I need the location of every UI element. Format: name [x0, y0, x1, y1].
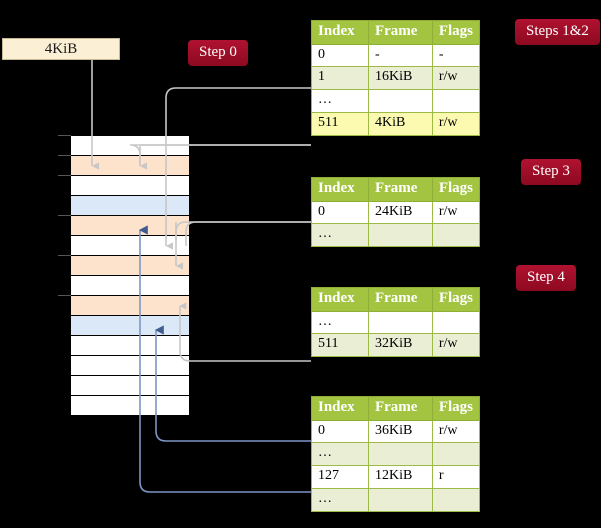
cell-flags: r/w — [431, 111, 481, 136]
cell-flags: r/w — [431, 419, 481, 444]
column-header-frame: Frame — [367, 396, 433, 421]
wire-mem-to-l3-511 — [179, 302, 311, 362]
physical-memory-column — [70, 135, 190, 416]
memory-tick — [58, 215, 71, 216]
cell-flags — [431, 487, 481, 512]
column-header-frame: Frame — [367, 20, 433, 45]
table-row: 0-- — [311, 43, 481, 68]
cell-frame: 36KiB — [367, 419, 433, 444]
cell-frame — [367, 89, 433, 113]
cell-index: 1 — [311, 66, 369, 91]
cell-flags: r — [431, 465, 481, 489]
badge-steps-1-2: Steps 1&2 — [515, 19, 600, 45]
column-header-flags: Flags — [431, 177, 481, 202]
cell-frame — [367, 487, 433, 512]
cell-flags — [431, 442, 481, 467]
memory-row — [71, 136, 189, 156]
cell-frame: 32KiB — [367, 333, 433, 358]
cell-frame: 16KiB — [367, 66, 433, 91]
cell-index: 511 — [311, 333, 369, 358]
badge-label: Step 3 — [532, 163, 570, 179]
column-header-index: Index — [311, 396, 369, 421]
badge-label: Steps 1&2 — [526, 23, 589, 39]
cell-frame — [367, 310, 433, 335]
cell-flags: r/w — [431, 200, 481, 225]
table-row: … — [311, 89, 481, 113]
page-box-label: 4KiB — [44, 40, 78, 57]
cell-frame: 12KiB — [367, 465, 433, 489]
memory-tick — [58, 175, 71, 176]
memory-row — [71, 316, 189, 336]
cell-frame: 24KiB — [367, 200, 433, 225]
memory-row — [71, 176, 189, 196]
cell-frame — [367, 442, 433, 467]
cell-index: 127 — [311, 465, 369, 489]
cell-flags: - — [431, 43, 481, 68]
memory-row — [71, 276, 189, 296]
column-header-frame: Frame — [367, 287, 433, 312]
cell-index: … — [311, 223, 369, 248]
memory-tick — [58, 135, 71, 136]
table-row: … — [311, 223, 481, 248]
cell-flags — [431, 223, 481, 248]
cell-index: … — [311, 89, 369, 113]
memory-row — [71, 336, 189, 356]
page-box-4kib: 4KiB — [2, 38, 120, 60]
memory-row — [71, 356, 189, 376]
memory-row — [71, 376, 189, 396]
cell-index: … — [311, 442, 369, 467]
cell-index: … — [311, 487, 369, 512]
cell-index: 0 — [311, 200, 369, 225]
badge-label: Step 0 — [199, 44, 237, 60]
memory-row — [71, 196, 189, 216]
memory-tick — [58, 295, 71, 296]
cell-frame: 4KiB — [367, 111, 433, 136]
column-header-index: Index — [311, 177, 369, 202]
cell-flags: r/w — [431, 333, 481, 358]
table-row: … — [311, 442, 481, 467]
memory-row — [71, 156, 189, 176]
table-row: … — [311, 487, 481, 512]
memory-row — [71, 236, 189, 256]
cell-index: 0 — [311, 419, 369, 444]
cell-flags: r/w — [431, 66, 481, 91]
memory-row — [71, 296, 189, 316]
badge-step-0: Step 0 — [188, 40, 248, 66]
column-header-index: Index — [311, 20, 369, 45]
memory-tick — [58, 255, 71, 256]
table-row: … — [311, 310, 481, 335]
badge-step-3: Step 3 — [521, 159, 581, 185]
badge-label: Step 4 — [527, 269, 565, 285]
memory-row — [71, 256, 189, 276]
cell-index: 511 — [311, 111, 369, 136]
memory-row — [71, 396, 189, 415]
cell-frame — [367, 223, 433, 248]
memory-row — [71, 216, 189, 236]
wire-l2-row0 — [185, 221, 311, 246]
column-header-flags: Flags — [431, 287, 481, 312]
column-header-flags: Flags — [431, 20, 481, 45]
cell-index: … — [311, 310, 369, 335]
column-header-flags: Flags — [431, 396, 481, 421]
cell-frame: - — [367, 43, 433, 68]
badge-step-4: Step 4 — [516, 265, 576, 291]
memory-tick — [58, 155, 71, 156]
cell-flags — [431, 310, 481, 335]
cell-flags — [431, 89, 481, 113]
cell-index: 0 — [311, 43, 369, 68]
column-header-index: Index — [311, 287, 369, 312]
column-header-frame: Frame — [367, 177, 433, 202]
wire-l2-row0-lead — [175, 221, 311, 240]
